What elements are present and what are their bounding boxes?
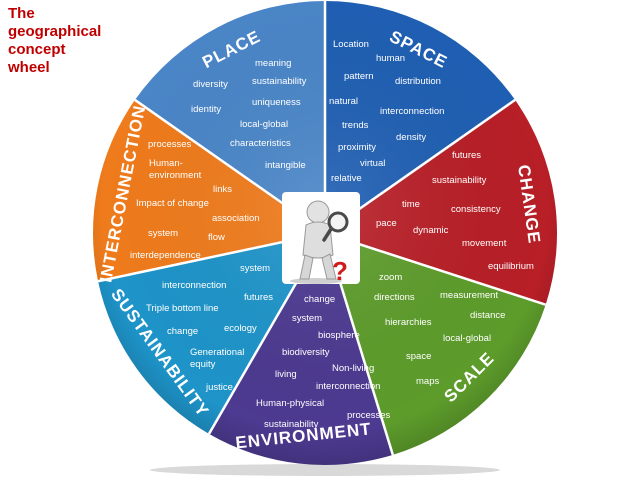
diagram-title: The geographical concept wheel bbox=[8, 5, 148, 77]
concept-word: interconnection bbox=[316, 381, 380, 392]
wheel-shadow bbox=[150, 464, 500, 476]
concept-word: sustainability bbox=[432, 175, 487, 186]
concept-word: diversity bbox=[193, 79, 228, 90]
concept-word: equilibrium bbox=[488, 261, 534, 272]
segment-divider bbox=[324, 231, 547, 306]
concept-word: biodiversity bbox=[282, 347, 330, 358]
concept-word: proximity bbox=[338, 142, 376, 153]
concept-word: identity bbox=[191, 104, 221, 115]
concept-word: pace bbox=[376, 218, 397, 229]
concept-word: futures bbox=[452, 150, 481, 161]
concept-word: system bbox=[148, 228, 178, 239]
concept-word: zoom bbox=[379, 272, 402, 283]
concept-word: links bbox=[213, 184, 232, 195]
concept-word: processes bbox=[148, 139, 192, 150]
concept-word: change bbox=[304, 294, 335, 305]
concept-word: processes bbox=[347, 410, 391, 421]
concept-word: sustainability bbox=[264, 419, 319, 430]
concept-word: ecology bbox=[224, 323, 257, 334]
concept-word: sustainability bbox=[252, 76, 307, 87]
concept-word: system bbox=[240, 263, 270, 274]
title-line: wheel bbox=[8, 59, 50, 76]
concept-word: virtual bbox=[360, 158, 385, 169]
concept-word: Non-living bbox=[332, 363, 374, 374]
title-line: concept bbox=[8, 41, 66, 58]
concept-word: pattern bbox=[344, 71, 374, 82]
concept-word: dynamic bbox=[413, 225, 449, 236]
concept-word: local-global bbox=[443, 333, 491, 344]
concept-word: interconnection bbox=[162, 280, 226, 291]
concept-word: human bbox=[376, 53, 405, 64]
concept-word: maps bbox=[416, 376, 439, 387]
concept-word: trends bbox=[342, 120, 369, 131]
concept-word: density bbox=[396, 132, 426, 143]
concept-word: futures bbox=[244, 292, 273, 303]
concept-word: relative bbox=[331, 173, 362, 184]
concept-word: system bbox=[292, 313, 322, 324]
center-figure: ? bbox=[282, 192, 360, 286]
concept-word: distance bbox=[470, 310, 505, 321]
concept-word: Human-physical bbox=[256, 398, 324, 409]
question-mark: ? bbox=[332, 256, 348, 286]
concept-word: local-global bbox=[240, 119, 288, 130]
concept-word: measurement bbox=[440, 290, 498, 301]
concept-word: biosphere bbox=[318, 330, 360, 341]
concept-word: time bbox=[402, 199, 420, 210]
concept-word: uniqueness bbox=[252, 97, 301, 108]
concept-word: interconnection bbox=[380, 106, 444, 117]
concept-word: characteristics bbox=[230, 138, 291, 149]
concept-word: hierarchies bbox=[385, 317, 432, 328]
concept-word: intangible bbox=[265, 160, 306, 171]
concept-word: living bbox=[275, 369, 297, 380]
concept-word: Impact of change bbox=[136, 198, 209, 209]
concept-word: association bbox=[212, 213, 260, 224]
concept-word: space bbox=[406, 351, 431, 362]
concept-word: distribution bbox=[395, 76, 441, 87]
concept-word: Triple bottom line bbox=[146, 303, 219, 314]
concept-word: Human-environment bbox=[149, 158, 202, 181]
concept-word: directions bbox=[374, 292, 415, 303]
concept-word: justice bbox=[205, 382, 233, 393]
concept-word: flow bbox=[208, 232, 225, 243]
concept-word: natural bbox=[329, 96, 358, 107]
concept-word: change bbox=[167, 326, 198, 337]
concept-word: consistency bbox=[451, 204, 501, 215]
concept-word: Location bbox=[333, 39, 369, 50]
concept-word: interdependence bbox=[130, 250, 201, 261]
title-line: The bbox=[8, 5, 35, 22]
concept-word: meaning bbox=[255, 58, 291, 69]
magnifier-figure-icon bbox=[290, 200, 349, 284]
concept-word: movement bbox=[462, 238, 507, 249]
title-line: geographical bbox=[8, 23, 102, 40]
